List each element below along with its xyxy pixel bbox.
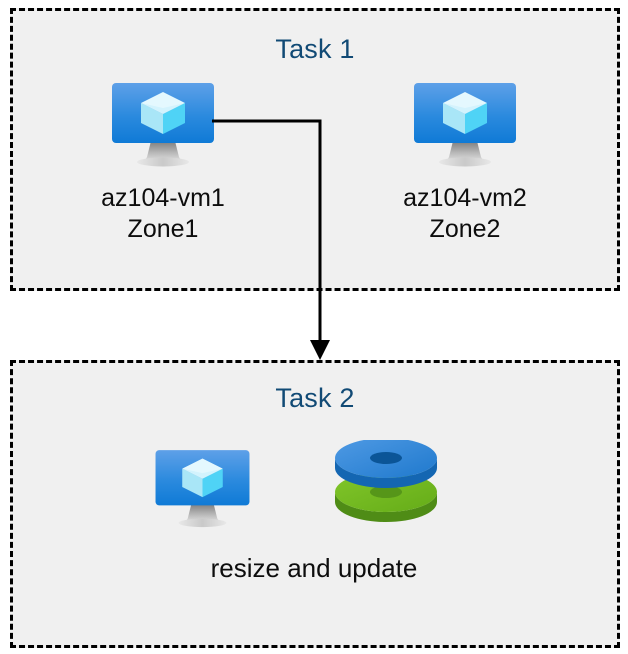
task-2-group-box: Task 2: [10, 360, 620, 648]
node-az104-vm2[interactable]: az104-vm2 Zone2: [340, 78, 590, 245]
azure-virtual-machine-icon: [38, 78, 288, 173]
azure-virtual-machine-icon[interactable]: [150, 442, 255, 537]
azure-disks-icon[interactable]: [330, 438, 442, 537]
node-az104-vm1[interactable]: az104-vm1 Zone1: [38, 78, 288, 245]
task-2-icon-row: [140, 438, 470, 537]
task-2-caption: resize and update: [210, 553, 418, 583]
vm1-zone: Zone1: [127, 215, 199, 243]
vm2-zone: Zone2: [429, 215, 501, 243]
vm1-name: az104-vm1: [101, 184, 225, 212]
vm2-name: az104-vm2: [403, 184, 527, 212]
connector-arrowhead: [310, 340, 330, 360]
azure-virtual-machine-icon: [340, 78, 590, 173]
task-2-title: Task 2: [275, 383, 355, 413]
task-1-title: Task 1: [275, 34, 355, 64]
node-label-az104-vm1: az104-vm1 Zone1: [38, 183, 288, 245]
node-label-az104-vm2: az104-vm2 Zone2: [340, 183, 590, 245]
